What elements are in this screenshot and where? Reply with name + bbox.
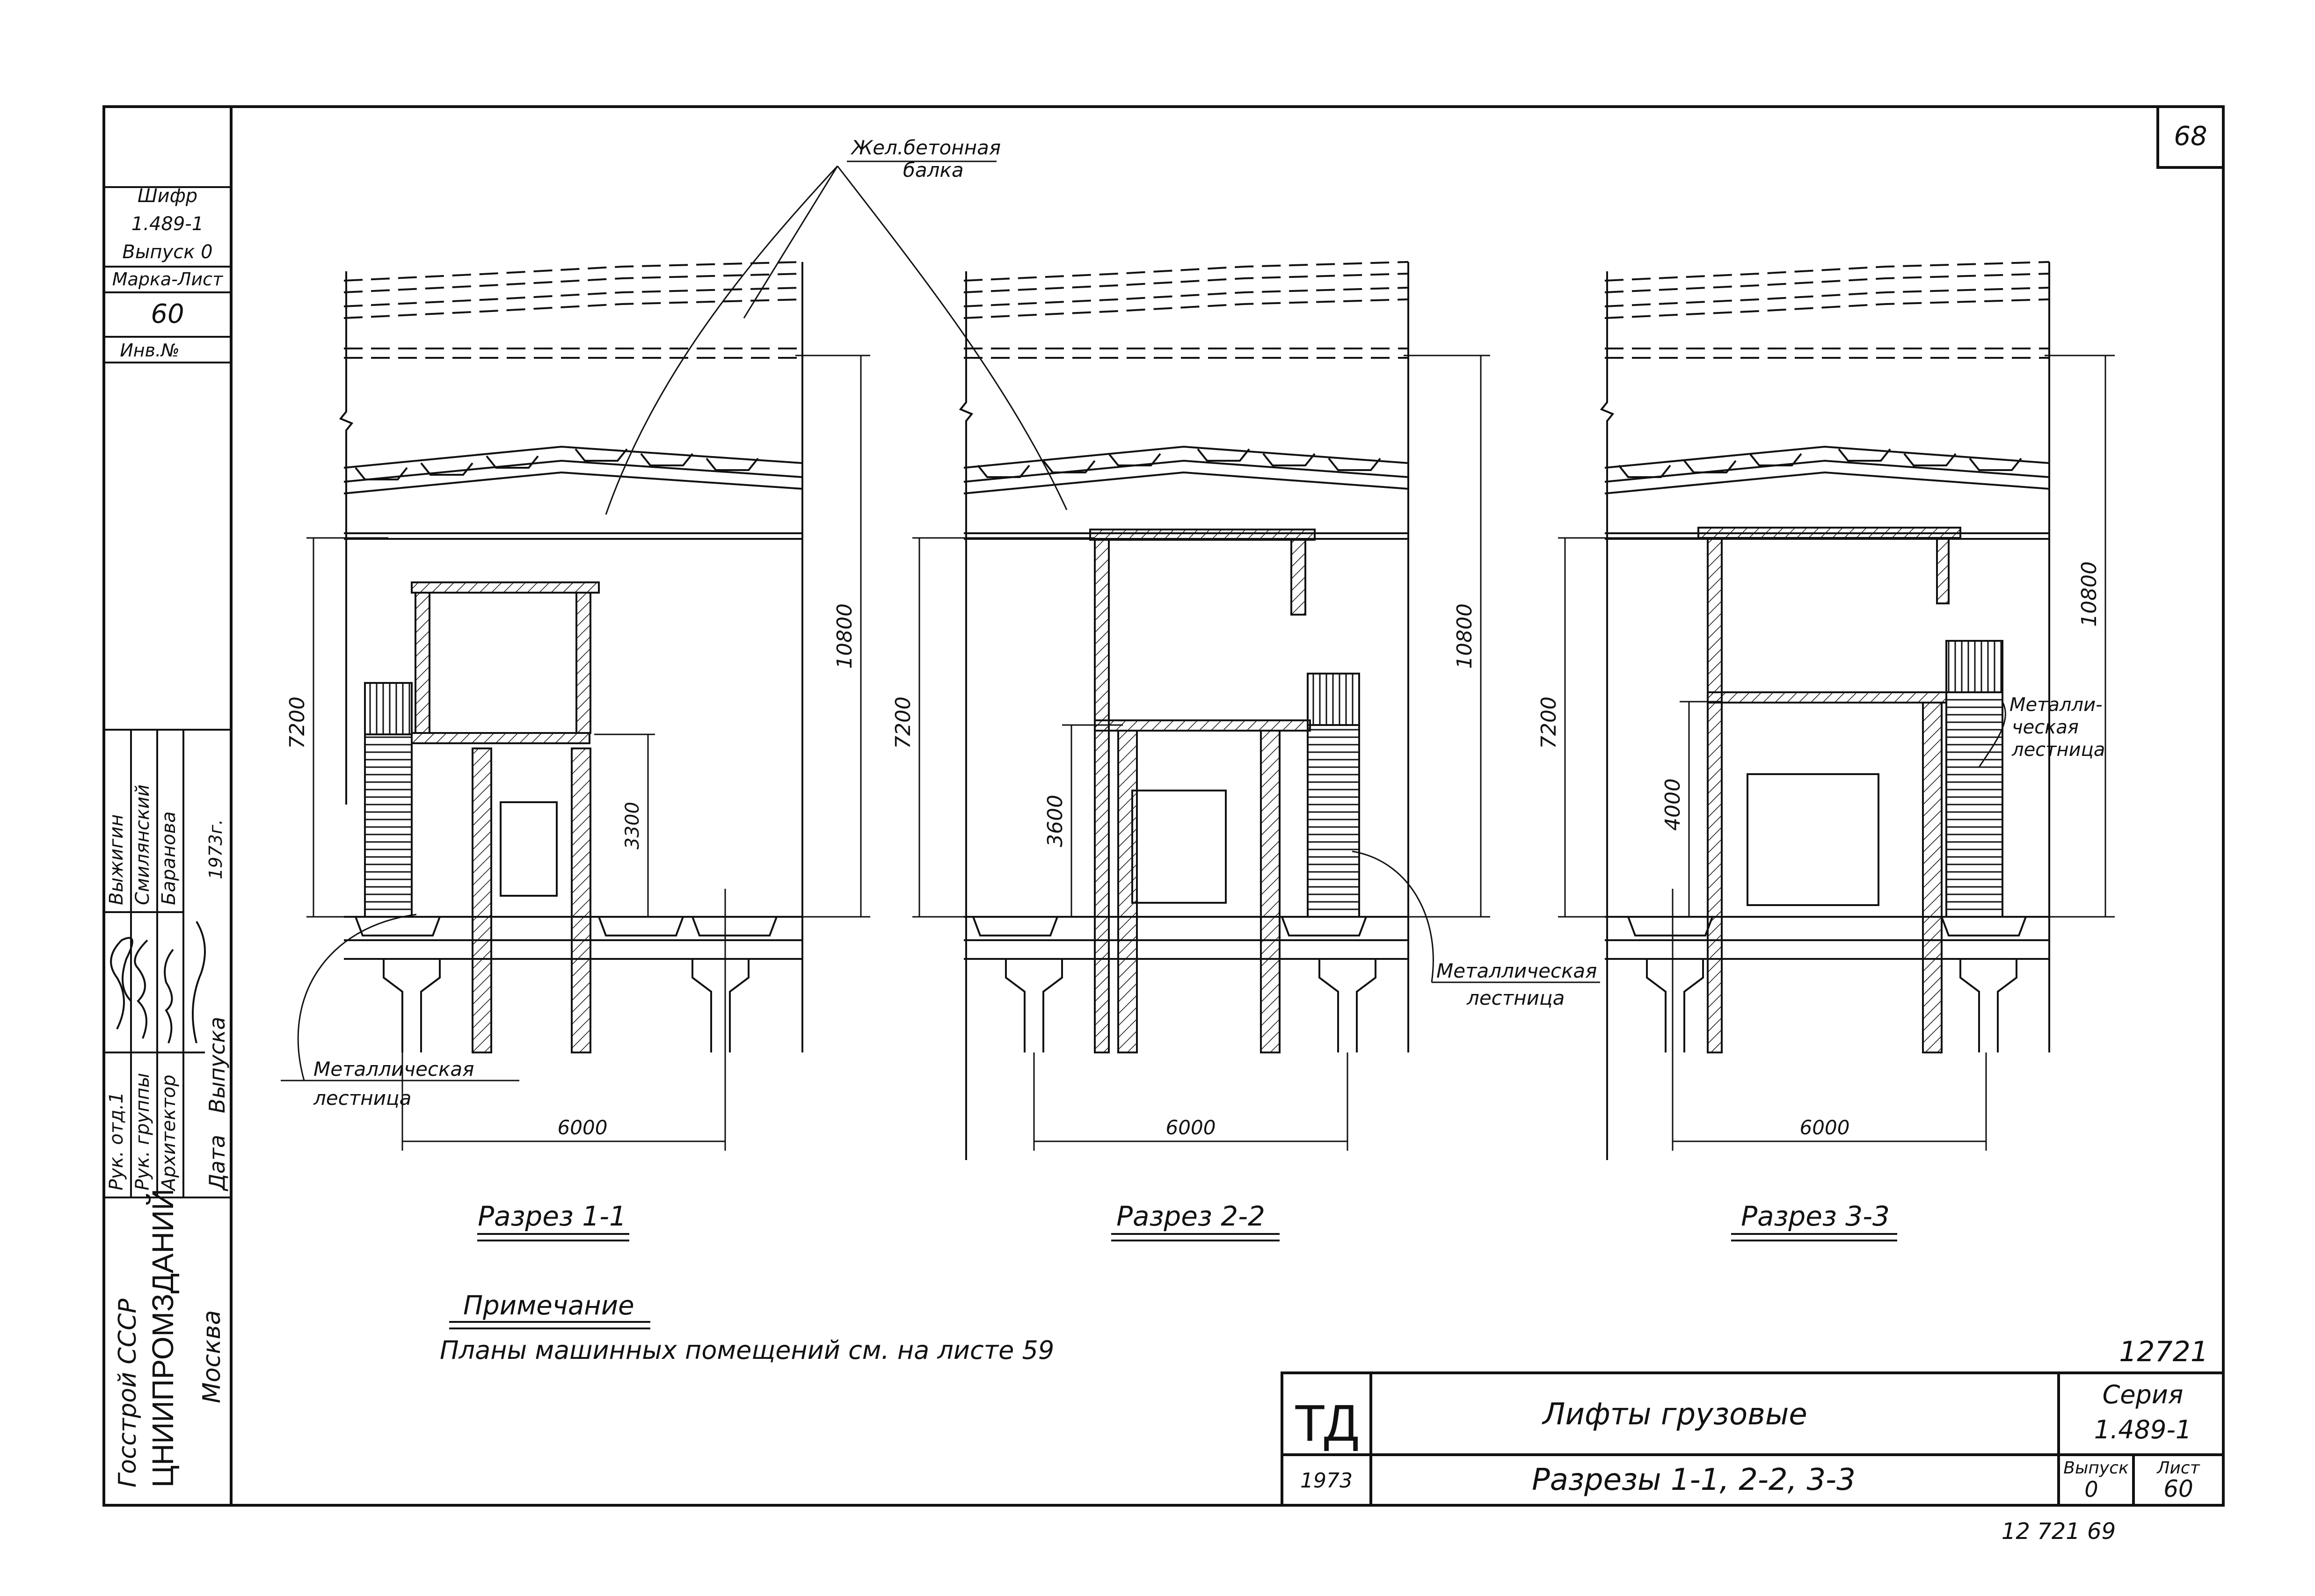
org-line1: Госстрой СССР	[114, 1299, 142, 1487]
stamp-year: 1973г.	[205, 819, 226, 879]
dim-lower-2: 3600	[1043, 795, 1067, 847]
bottom-code: 12 721 69	[2002, 1518, 2116, 1545]
shaft-door-1	[500, 801, 558, 897]
marka-list-value: 60	[151, 299, 184, 329]
page-number: 68	[2174, 121, 2207, 152]
section-3-3: 7200 10800 4000 6000 Разрез 3-3	[1537, 261, 2115, 1241]
note-text: Планы машинных помещений см. на листе 59	[440, 1335, 1054, 1365]
stair-label-1-line2: лестница	[313, 1087, 411, 1110]
dim-total-2: 10800	[1453, 603, 1477, 669]
td-mark: ТД	[1294, 1394, 1359, 1452]
series-label: Серия	[2103, 1380, 2184, 1409]
name-2: Смилянский	[132, 784, 153, 905]
dim-total-1: 10800	[833, 603, 857, 669]
section-title-3: Разрез 3-3	[1741, 1200, 1890, 1232]
section-title-2: Разрез 2-2	[1116, 1200, 1265, 1232]
shifr-line1: 1.489-1	[131, 213, 204, 235]
dim-width-3: 6000	[1800, 1116, 1850, 1139]
sheet-frame	[102, 105, 2225, 1507]
stair-label-2-line1: Металлическая	[1436, 959, 1597, 982]
vypusk-label: Выпуск	[2063, 1458, 2129, 1478]
title-year: 1973	[1300, 1469, 1353, 1493]
dim-lower-3: 4000	[1661, 778, 1685, 831]
vypusk-label: Выпуска	[204, 1017, 230, 1113]
marka-list-label: Марка-Лист	[112, 269, 224, 290]
role-3: Архитектор	[158, 1074, 180, 1192]
stair-label-1-line1: Металлическая	[313, 1058, 474, 1081]
dim-lower-1: 3300	[622, 802, 643, 849]
dim-room-2: 7200	[891, 696, 915, 749]
metal-stair-2	[1307, 724, 1360, 918]
left-stamp: Шифр 1.489-1 Выпуск 0 Марка-Лист 60 Инв.…	[104, 185, 231, 1487]
shifr-line2: Выпуск 0	[122, 241, 212, 263]
beam-label-line1: Жел.бетонная	[850, 136, 1001, 159]
section-1-1: 7200 10800 3300 6000 Разрез 1-1	[285, 261, 870, 1241]
list-label: Лист	[2156, 1458, 2200, 1478]
note-title: Примечание	[463, 1291, 634, 1321]
page-number-box	[2156, 105, 2225, 169]
name-1: Выжигин	[106, 814, 127, 905]
stair-label-3-line3: лестница	[2011, 739, 2105, 761]
dim-width-2: 6000	[1166, 1116, 1216, 1139]
title-code: 12721	[2119, 1335, 2208, 1368]
vypusk-value: 0	[2084, 1477, 2098, 1502]
leaders	[281, 160, 2006, 1081]
series-value: 1.489-1	[2094, 1415, 2191, 1444]
name-3: Баранова	[158, 811, 180, 905]
role-2: Рук. группы	[132, 1073, 153, 1190]
room-floor-slab-1	[411, 732, 590, 744]
role-1: Рук. отд.1	[106, 1092, 127, 1190]
section-2-2: 7200 10800 3600 6000 Разрез 2-2	[891, 261, 1490, 1241]
org-line2: ЦНИИПРОМЗДАНИЙ	[146, 1189, 180, 1487]
org-line3: Москва	[198, 1310, 226, 1403]
beam-label-line2: балка	[903, 159, 964, 181]
title-sub: Разрезы 1-1, 2-2, 3-3	[1532, 1463, 1856, 1497]
signatures	[110, 921, 206, 1044]
title-block	[1281, 1371, 2225, 1507]
stair-label-3-line2: ческая	[2012, 717, 2079, 738]
title-main: Лифты грузовые	[1542, 1397, 1807, 1432]
dim-width-1: 6000	[558, 1116, 608, 1139]
metal-stair-3	[1945, 691, 2003, 918]
stair-label-3-line1: Металли-	[2009, 694, 2103, 716]
section-title-1: Разрез 1-1	[478, 1200, 626, 1232]
stair-label-2-line2: лестница	[1466, 987, 1565, 1009]
dim-room-3: 7200	[1537, 696, 1561, 749]
room-roof-slab-1	[411, 581, 600, 594]
shifr-label: Шифр	[138, 185, 197, 207]
metal-stair-1	[364, 733, 413, 918]
list-value: 60	[2163, 1475, 2193, 1502]
inv-label: Инв.№	[120, 340, 179, 361]
dim-room-1: 7200	[285, 696, 309, 749]
dim-total-3: 10800	[2077, 561, 2101, 627]
date-label: Дата	[204, 1135, 230, 1191]
